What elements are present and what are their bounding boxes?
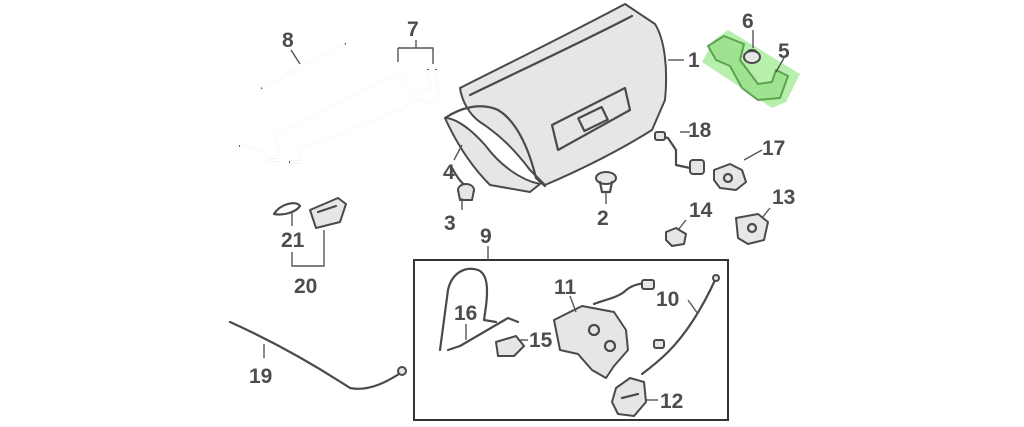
callout-21: 21 bbox=[281, 229, 305, 252]
callout-1: 1 bbox=[688, 49, 700, 72]
leader-20 bbox=[291, 230, 325, 267]
leader-10 bbox=[687, 299, 699, 315]
callout-12: 12 bbox=[660, 390, 683, 413]
group-9-box bbox=[413, 259, 729, 421]
leader-7 bbox=[397, 40, 434, 64]
leader-4 bbox=[453, 144, 463, 161]
callout-4: 4 bbox=[443, 161, 455, 184]
callout-2: 2 bbox=[597, 207, 609, 230]
part-12-actuator[interactable] bbox=[611, 377, 647, 417]
part-19-release-cable[interactable] bbox=[228, 320, 407, 390]
callout-11: 11 bbox=[554, 276, 577, 299]
part-10-cable[interactable] bbox=[640, 274, 720, 376]
leader-13 bbox=[761, 207, 771, 219]
callout-15: 15 bbox=[529, 329, 553, 352]
part-8-weatherstrip[interactable] bbox=[260, 42, 347, 90]
part-17-lock-cylinder[interactable] bbox=[713, 163, 747, 191]
callout-7: 7 bbox=[407, 18, 419, 41]
part-13-striker[interactable] bbox=[735, 213, 769, 245]
part-7-torsion-bars[interactable] bbox=[238, 68, 440, 164]
callout-10: 10 bbox=[656, 288, 679, 311]
callout-18: 18 bbox=[688, 119, 712, 142]
leader-17 bbox=[743, 149, 763, 161]
part-3-bumper-stop[interactable] bbox=[457, 183, 475, 201]
leader-11 bbox=[569, 295, 577, 313]
part-11-latch[interactable] bbox=[553, 279, 655, 379]
callout-9: 9 bbox=[480, 225, 492, 248]
callout-14: 14 bbox=[689, 199, 713, 222]
callout-16: 16 bbox=[454, 302, 477, 325]
part-21-clip[interactable] bbox=[272, 202, 302, 216]
callout-19: 19 bbox=[249, 365, 272, 388]
part-6-bolt[interactable] bbox=[743, 50, 761, 64]
leader-8 bbox=[290, 49, 301, 65]
leader-5 bbox=[775, 57, 785, 73]
part-1-trunk-lid[interactable] bbox=[443, 3, 668, 193]
part-2-grommet[interactable] bbox=[595, 171, 617, 194]
callout-5: 5 bbox=[778, 40, 790, 63]
part-14-bolt[interactable] bbox=[665, 227, 687, 247]
callout-13: 13 bbox=[772, 186, 795, 209]
callout-6: 6 bbox=[742, 10, 754, 33]
callout-20: 20 bbox=[294, 275, 317, 298]
part-18-switch[interactable] bbox=[654, 131, 705, 175]
part-15-clip[interactable] bbox=[495, 335, 525, 357]
callout-17: 17 bbox=[762, 137, 785, 160]
leader-14 bbox=[677, 219, 687, 231]
callout-3: 3 bbox=[444, 212, 456, 235]
callout-8: 8 bbox=[282, 29, 294, 52]
part-20-handle[interactable] bbox=[309, 197, 347, 229]
part-16-rod[interactable] bbox=[438, 267, 520, 352]
